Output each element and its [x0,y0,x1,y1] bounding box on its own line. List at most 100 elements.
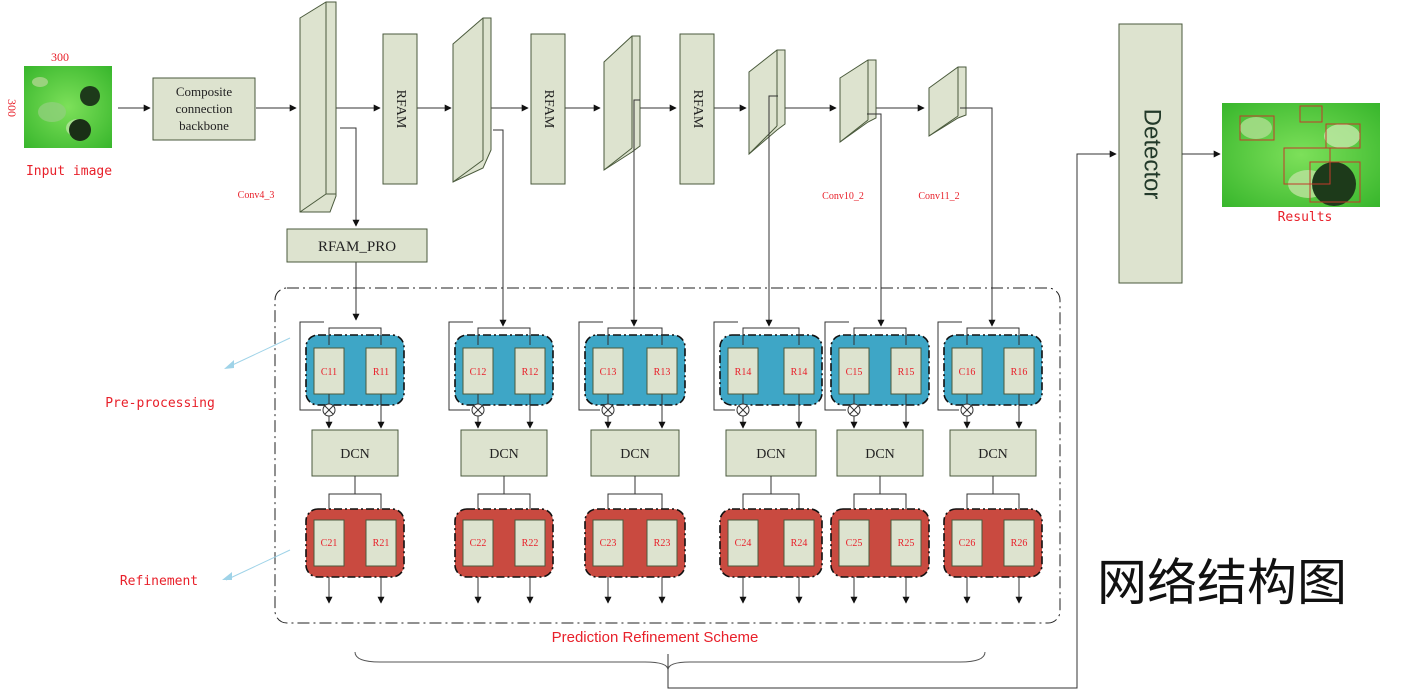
refinement-box-right [646,519,678,567]
dcn-label: DCN [865,447,895,462]
refinement-right-label: R25 [898,538,915,549]
refinement-right-label: R21 [373,538,390,549]
preprocessing-box-left [838,347,870,395]
feature-map-2 [452,17,492,183]
refinement-left-label: C25 [846,538,863,549]
preprocessing-label: Pre-processing [105,396,215,411]
preprocessing-right-label: R15 [898,367,915,378]
backbone-label-line2: connection [175,101,233,116]
dcn-box [311,429,399,477]
input-size-top: 300 [51,50,69,64]
feature-map-conv11-2 [928,66,967,137]
rfam-pro-label: RFAM_PRO [318,239,396,255]
preprocessing-box-right [365,347,397,395]
preprocessing-box-right [783,347,815,395]
dcn-box [949,429,1037,477]
conv10-2-label: Conv10_2 [822,191,864,202]
dcn-box [725,429,817,477]
feature-map-3 [603,35,641,171]
dcn-label: DCN [620,447,650,462]
rfam-box-3 [679,33,715,185]
preprocessing-left-label: C13 [600,367,617,378]
rfam-box-1 [382,33,418,185]
refinement-box-right [783,519,815,567]
preprocessing-left-label: C15 [846,367,863,378]
conv11-2-label: Conv11_2 [918,191,959,202]
results-label: Results [1278,210,1333,225]
input-image-label: Input image [26,164,112,179]
preprocessing-left-label: R14 [735,367,752,378]
backbone-box [152,77,256,141]
refinement-box-right [365,519,397,567]
conv4-3-label: Conv4_3 [238,190,275,201]
preprocessing-right-label: R16 [1011,367,1028,378]
preprocessing-box-right [514,347,546,395]
preprocessing-left-label: C16 [959,367,976,378]
refinement-left-label: C24 [735,538,752,549]
preprocessing-left-label: C12 [470,367,487,378]
refinement-box-left [727,519,759,567]
feature-map-conv10-2 [839,59,877,143]
dcn-box [460,429,548,477]
preprocessing-right-label: R12 [522,367,539,378]
refinement-right-label: R23 [654,538,671,549]
dcn-label: DCN [978,447,1008,462]
refinement-right-label: R26 [1011,538,1028,549]
refinement-right-label: R22 [522,538,539,549]
feature-map-4 [748,49,786,156]
preprocessing-left-label: C11 [321,367,337,378]
dcn-label: DCN [756,447,786,462]
refinement-box-left [462,519,494,567]
refinement-box-right [514,519,546,567]
refinement-box-left [838,519,870,567]
dcn-label: DCN [340,447,370,462]
refinement-label: Refinement [120,574,198,589]
backbone-label-line3: backbone [179,118,229,133]
results-image [1222,103,1380,207]
refinement-left-label: C22 [470,538,487,549]
rfam-label-3: RFAM [690,90,705,129]
preprocessing-box-left [313,347,345,395]
preprocessing-box-right [1003,347,1035,395]
refinement-left-label: C21 [321,538,338,549]
preprocessing-box-right [890,347,922,395]
rfam-label-2: RFAM [541,90,556,129]
chinese-caption: 网络结构图 [1097,554,1347,612]
detector-box [1118,23,1183,284]
refinement-box-right [1003,519,1035,567]
refinement-box-left [313,519,345,567]
refinement-box-left [592,519,624,567]
rfam-pro-box [286,228,428,263]
preprocessing-box-left [462,347,494,395]
input-image [24,66,112,148]
dcn-label: DCN [489,447,519,462]
preprocessing-box-left [592,347,624,395]
feature-map-conv4-3 [299,1,337,213]
input-size-side: 300 [5,99,19,117]
preprocessing-right-label: R14 [791,367,808,378]
detector-label: Detector [1139,109,1166,200]
scheme-label: Prediction Refinement Scheme [552,629,759,646]
refinement-left-label: C26 [959,538,976,549]
refinement-left-label: C23 [600,538,617,549]
scheme-boundary [274,287,1061,624]
preprocessing-right-label: R11 [373,367,389,378]
rfam-box-2 [530,33,566,185]
preprocessing-right-label: R13 [654,367,671,378]
dcn-box [836,429,924,477]
scheme-brace [354,651,986,671]
refinement-right-label: R24 [791,538,808,549]
refinement-box-right [890,519,922,567]
refinement-box-left [951,519,983,567]
backbone-label-line1: Composite [176,84,233,99]
dcn-box [590,429,680,477]
rfam-label-1: RFAM [393,90,408,129]
